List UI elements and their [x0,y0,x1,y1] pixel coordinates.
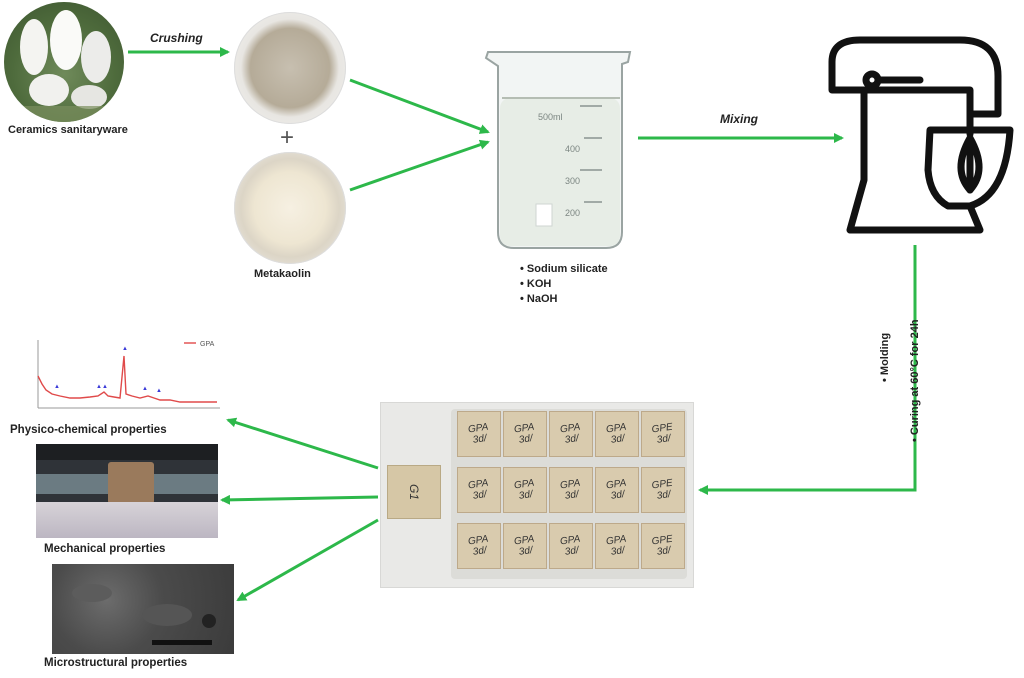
activator-koh: KOH [520,277,608,292]
specimen-cube: GPA 3d/ [595,411,639,457]
beaker-mark-500: 500ml [538,112,563,122]
specimen-cube: GPE 3d/ [641,523,685,569]
xrd-peak-1: ▲ [54,384,60,390]
curing-steps: • Molding • Curing at 60°C for 24h [870,319,930,442]
single-specimen-label: G1 [406,483,421,501]
specimen-label: GPE 3d/ [651,421,674,446]
specimen-cube: GPA 3d/ [503,411,547,457]
beaker-mark-400: 400 [565,144,581,154]
specimen-label: GPA 3d/ [559,421,582,446]
step-curing-text: Curing at 60°C for 24h [909,319,921,436]
sem-micrograph [52,564,234,654]
arrow-curing [698,245,917,495]
specimen-cube: GPA 3d/ [457,523,501,569]
specimen-label: GPA 3d/ [513,421,536,446]
mechanical-photo [36,444,218,538]
specimen-grid: GPA 3d/GPA 3d/GPA 3d/GPA 3d/GPE 3d/GPA 3… [457,411,685,577]
specimens-photo: G1 GPA 3d/GPA 3d/GPA 3d/GPA 3d/GPE 3d/GP… [380,402,694,588]
arrow-to-physico [226,417,379,470]
specimen-label: GPA 3d/ [467,477,490,502]
plus-sign: + [280,124,295,151]
metakaolin-label: Metakaolin [254,268,311,280]
ceramics-label: Ceramics sanitaryware [8,124,128,136]
specimen-label: GPA 3d/ [559,533,582,558]
single-specimen: G1 [387,465,441,519]
specimen-label: GPA 3d/ [513,533,536,558]
specimen-label: GPE 3d/ [651,477,674,502]
specimen-label: GPA 3d/ [605,477,628,502]
specimen-cube: GPA 3d/ [503,467,547,513]
specimen-label: GPA 3d/ [467,421,490,446]
specimen-cube: GPA 3d/ [549,411,593,457]
step-molding: • Molding [879,332,891,382]
ceramics-photo [4,2,124,122]
step-curing: • Curing at 60°C for 24h [909,319,921,442]
physico-label: Physico-chemical properties [10,424,167,436]
xrd-legend-label: GPA [200,341,215,348]
mixing-label: Mixing [720,112,758,126]
micro-label: Microstructural properties [44,657,188,669]
arrow-powder-to-beaker [349,78,490,134]
specimen-cube: GPA 3d/ [503,523,547,569]
stand-mixer-icon [828,36,1014,234]
xrd-peak-3: ▲ [102,384,108,390]
xrd-peak-2: ▲ [96,384,102,390]
xrd-chart: ▲ ▲ ▲ ▲ ▲ ▲ GPA [37,340,220,409]
specimen-label: GPE 3d/ [651,533,674,558]
beaker-icon [484,51,632,249]
arrow-to-mechanical [220,494,379,505]
step-molding-text: Molding [879,332,891,376]
xrd-peak-4: ▲ [122,346,128,352]
specimen-cube: GPE 3d/ [641,467,685,513]
arrow-metakaolin-to-beaker [349,139,490,192]
metakaolin-photo [234,152,346,264]
crushing-label: Crushing [150,31,203,45]
specimen-cube: GPA 3d/ [549,523,593,569]
arrow-to-micro [236,518,379,602]
beaker-mark-300: 300 [565,176,581,186]
specimen-cube: GPA 3d/ [595,523,639,569]
specimen-label: GPA 3d/ [467,533,490,558]
specimen-label: GPA 3d/ [605,533,628,558]
mechanical-label: Mechanical properties [44,543,166,555]
beaker-mark-200: 200 [565,208,581,218]
specimen-cube: GPA 3d/ [457,411,501,457]
specimen-cube: GPE 3d/ [641,411,685,457]
specimen-label: GPA 3d/ [513,477,536,502]
specimen-label: GPA 3d/ [605,421,628,446]
specimen-cube: GPA 3d/ [549,467,593,513]
xrd-peak-6: ▲ [156,388,162,394]
activator-sodium-silicate: Sodium silicate [520,262,608,277]
xrd-peak-5: ▲ [142,386,148,392]
specimen-cube: GPA 3d/ [595,467,639,513]
specimen-label: GPA 3d/ [559,477,582,502]
xrd-pattern-line [37,355,217,403]
specimen-cube: GPA 3d/ [457,467,501,513]
activator-naoh: NaOH [520,292,608,307]
crushed-powder-photo [234,12,346,124]
activator-list: Sodium silicate KOH NaOH [520,262,608,307]
sem-scale-bar [152,640,212,645]
